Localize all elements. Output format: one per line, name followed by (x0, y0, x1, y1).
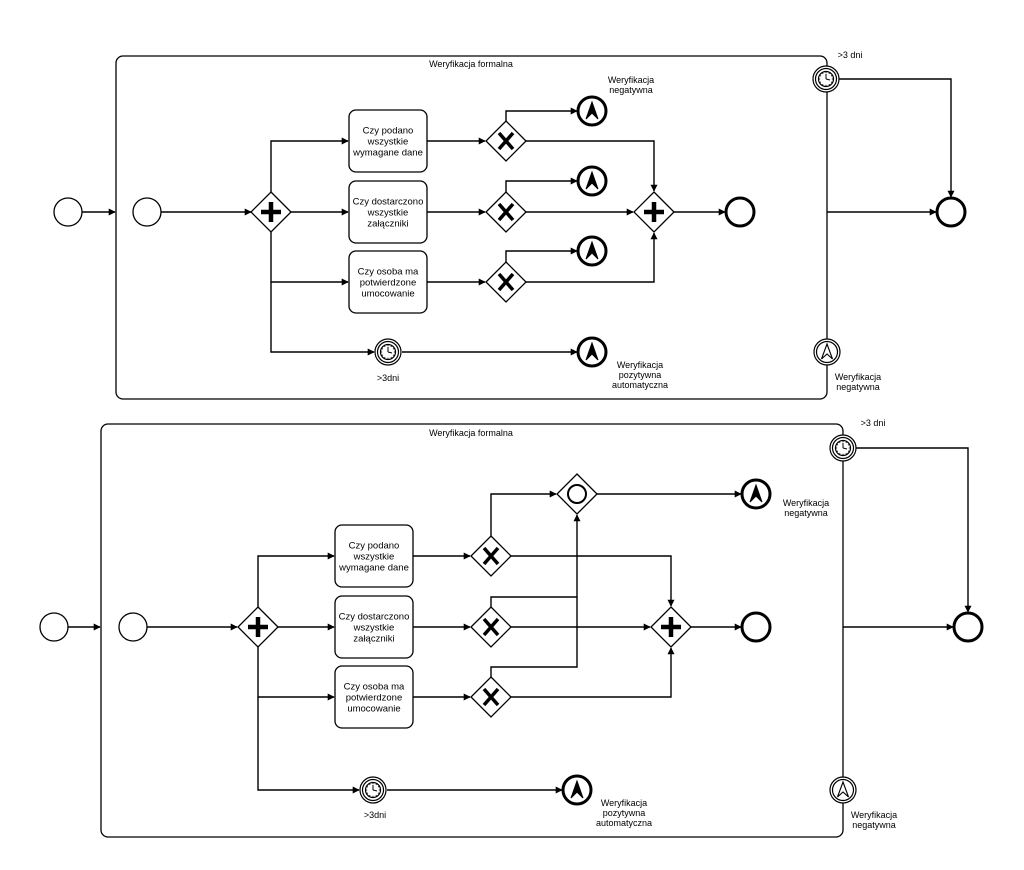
escalation-end-icon (576, 165, 608, 197)
negative-end-label: negatywna (784, 508, 828, 518)
timer-label: >3dni (364, 810, 386, 820)
escalation-end-icon (561, 774, 593, 806)
sequence-flow (511, 555, 675, 607)
escalation-boundary-icon (813, 338, 841, 366)
exclusive-gateway-icon (470, 535, 512, 577)
sequence-flow (270, 282, 375, 356)
escalation-end-icon (576, 235, 608, 267)
auto-end-label: automatyczna (596, 818, 652, 828)
sequence-flow (856, 447, 972, 613)
boundary-signal-label: negatywna (852, 820, 896, 830)
boundary-signal-label: Weryfikacja (835, 372, 881, 382)
task-label: Czy osoba ma (358, 267, 419, 278)
sequence-flow (270, 137, 349, 192)
boundary-timer-label: >3 dni (838, 50, 863, 60)
end-event-icon (724, 196, 756, 228)
task-label: Czy osoba ma (344, 682, 405, 693)
start-event-icon (39, 612, 69, 642)
sequence-flow (505, 247, 578, 262)
task-label: Czy podano (349, 541, 400, 552)
subprocess-box (115, 55, 828, 400)
sequence-flow (257, 697, 360, 794)
exclusive-gateway-icon (485, 120, 527, 162)
boundary-signal-label: negatywna (836, 382, 880, 392)
start-event-icon (132, 197, 162, 227)
subprocess-title: Weryfikacja formalna (429, 59, 513, 69)
end-event-icon (952, 611, 984, 643)
sequence-flow (505, 177, 578, 192)
escalation-boundary-icon (829, 776, 857, 804)
end-event-icon (740, 611, 772, 643)
auto-end-label: pozytywna (603, 808, 646, 818)
timer-icon (374, 338, 402, 366)
escalation-end-icon (740, 478, 772, 510)
sequence-flow (839, 78, 955, 198)
task-label: wszystkie (353, 552, 395, 563)
task-label: wszystkie (367, 137, 409, 148)
end-event-icon (935, 196, 967, 228)
negative-end-label: Weryfikacja (783, 498, 829, 508)
exclusive-gateway-icon (485, 191, 527, 233)
boundary-timer-label: >3 dni (861, 418, 886, 428)
sequence-flow (505, 107, 578, 121)
subprocess-title: Weryfikacja formalna (429, 428, 513, 438)
escalation-end-icon (576, 95, 608, 127)
parallel-gateway-icon (633, 191, 675, 233)
sequence-flow (526, 232, 658, 283)
task-label: Czy dostarczono (339, 612, 410, 623)
start-event-icon (118, 612, 148, 642)
negative-end-label: Weryfikacja (608, 75, 654, 85)
subprocess-box (100, 423, 844, 838)
auto-end-label: automatyczna (612, 380, 668, 390)
sequence-flow (511, 647, 675, 698)
parallel-gateway-icon (650, 606, 692, 648)
task-label: wymagane dane (352, 148, 423, 159)
start-event-icon (53, 197, 83, 227)
auto-end-label: pozytywna (619, 370, 662, 380)
task-label: wymagane dane (338, 563, 409, 574)
auto-end-label: Weryfikacja (601, 798, 647, 808)
task-label: załączniki (353, 634, 394, 645)
task-label: wszystkie (367, 208, 409, 219)
boundary-signal-label: Weryfikacja (851, 810, 897, 820)
parallel-gateway-icon (250, 191, 292, 233)
task-label: potwierdzone (346, 693, 403, 704)
task-label: załączniki (367, 219, 408, 230)
task-label: umocowanie (361, 289, 414, 300)
task-label: umocowanie (347, 704, 400, 715)
inclusive-gateway-icon (556, 473, 598, 515)
task-label: potwierdzone (360, 278, 417, 289)
exclusive-gateway-icon (485, 261, 527, 303)
timer-icon (812, 65, 840, 93)
sequence-flow (526, 140, 658, 192)
timer-icon (829, 434, 857, 462)
negative-end-label: negatywna (609, 85, 653, 95)
exclusive-gateway-icon (470, 606, 512, 648)
task-label: wszystkie (353, 623, 395, 634)
task-label: Czy podano (363, 126, 414, 137)
escalation-end-icon (576, 336, 608, 368)
sequence-flow (490, 597, 578, 677)
timer-icon (359, 776, 387, 804)
task-label: Czy dostarczono (353, 197, 424, 208)
exclusive-gateway-icon (470, 676, 512, 718)
sequence-flow (257, 552, 335, 607)
sequence-flow (490, 490, 557, 536)
timer-label: >3dni (377, 373, 399, 383)
auto-end-label: Weryfikacja (617, 360, 663, 370)
